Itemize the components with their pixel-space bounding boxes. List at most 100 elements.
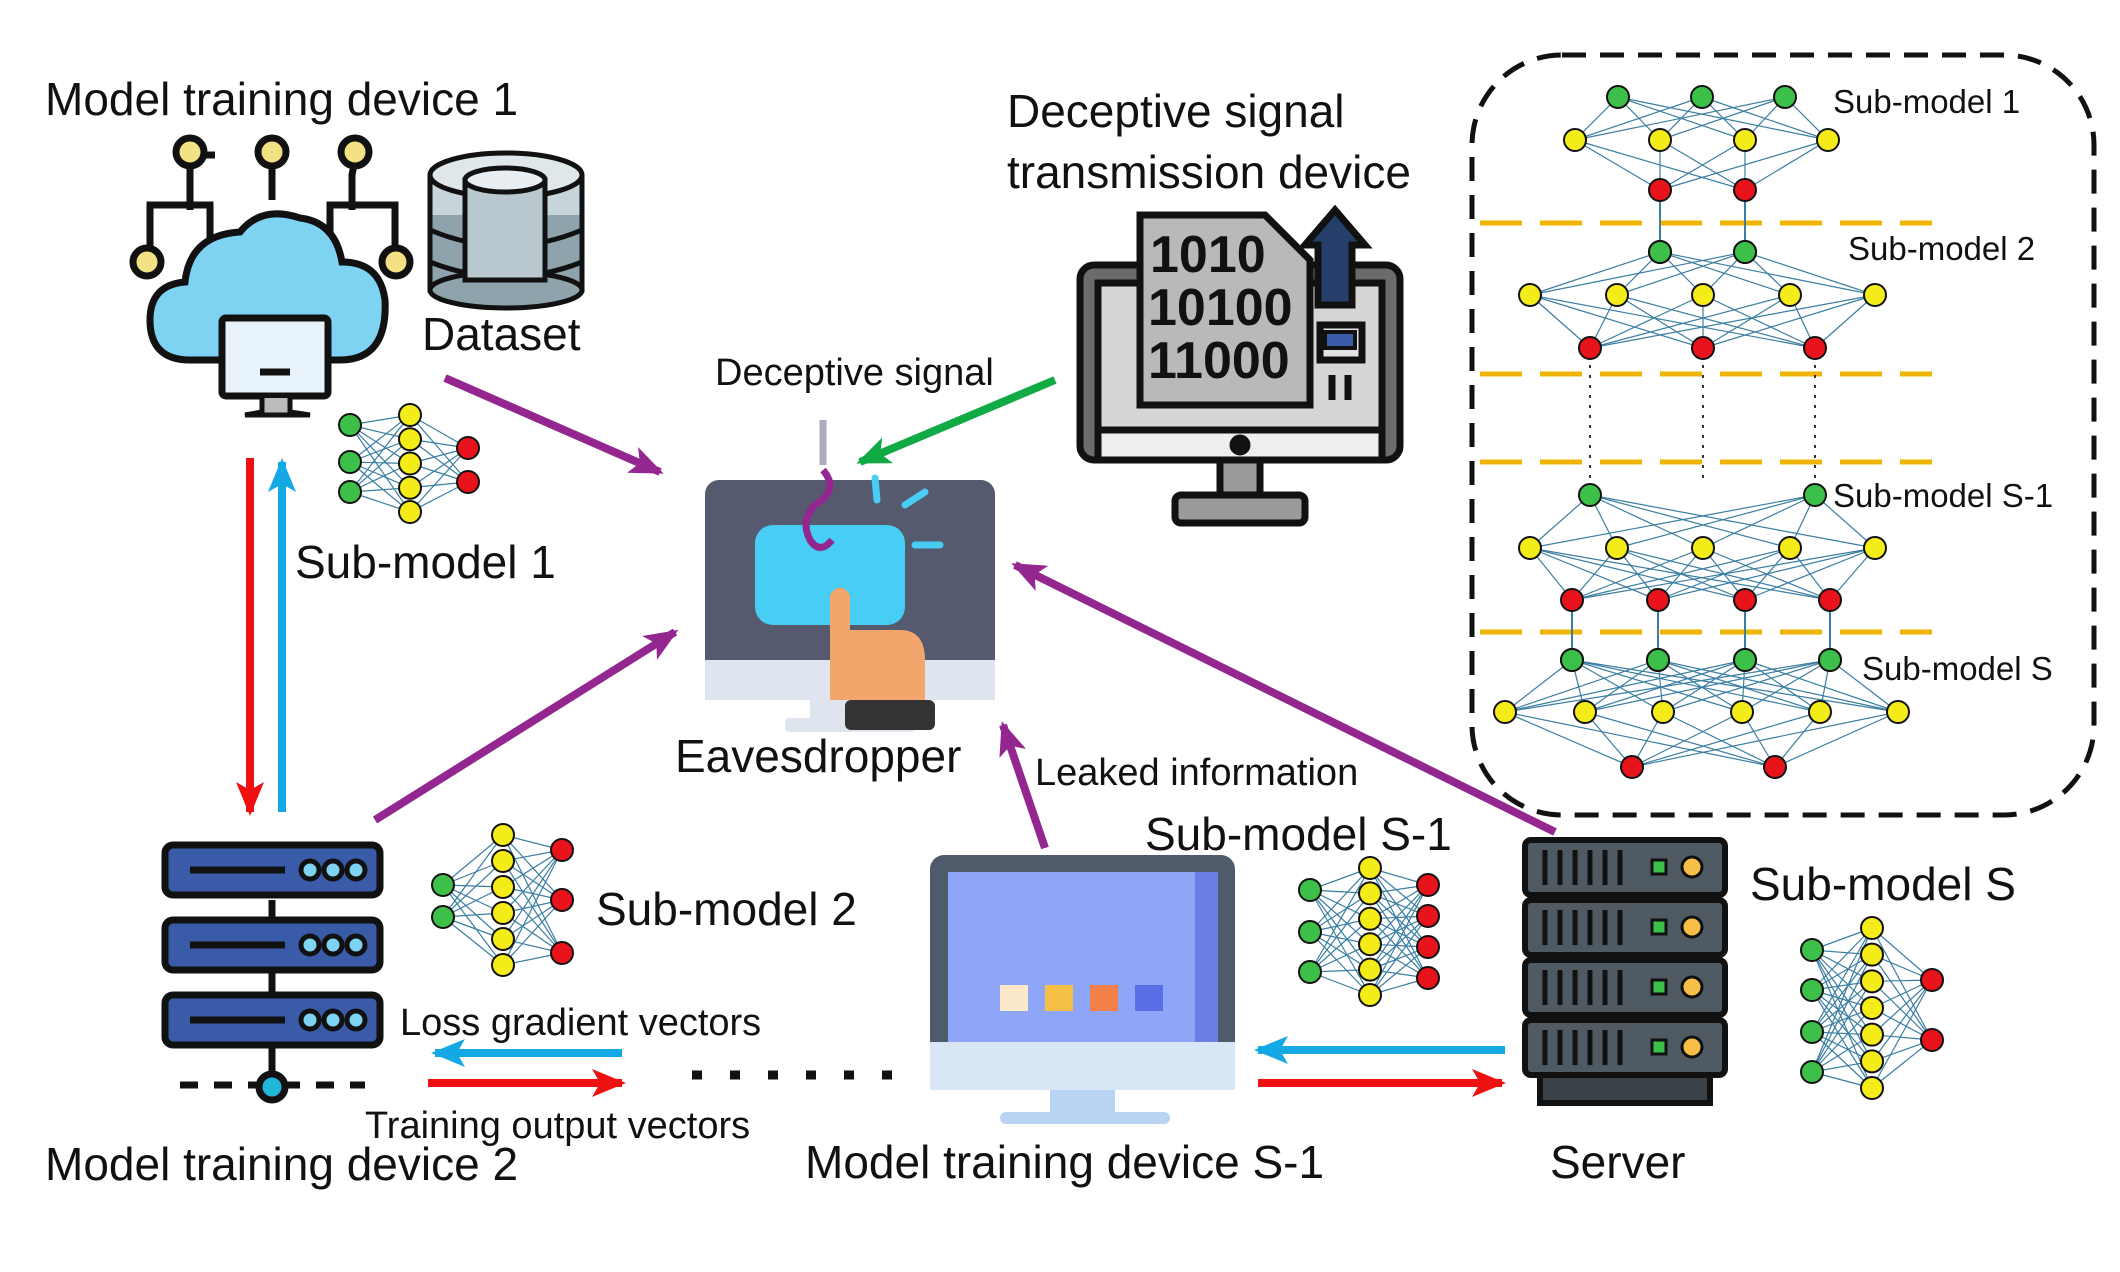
net-node <box>1816 128 1840 152</box>
net-edge <box>349 414 411 463</box>
server-tower-icon <box>1522 837 1728 1106</box>
net-node <box>1733 178 1757 202</box>
net-edge <box>1584 659 1659 713</box>
inset-dividers <box>1480 220 1932 635</box>
net-edge <box>1616 251 1746 296</box>
net-node <box>1860 942 1884 967</box>
net-edge <box>1659 139 1746 191</box>
net-node <box>550 941 574 965</box>
net-submodel1 <box>338 403 480 524</box>
inset-net-s <box>1493 648 1910 779</box>
inset-label-subS1: Sub-model S-1 <box>1833 477 2053 514</box>
net-edge <box>1702 294 1816 349</box>
net-node <box>1416 904 1440 928</box>
net-node <box>338 450 362 474</box>
net-edge <box>1309 867 1371 933</box>
net-node <box>1733 240 1757 264</box>
net-node <box>1733 648 1757 672</box>
net-edge <box>1589 494 1876 549</box>
net-edge <box>1309 893 1371 973</box>
net-node <box>1358 856 1382 880</box>
net-edge <box>1814 294 1876 349</box>
net-edge <box>1616 494 1816 549</box>
net-node <box>1573 700 1597 724</box>
desktop-monitor-icon <box>930 855 1235 1124</box>
inset-label-subS: Sub-model S <box>1862 650 2053 687</box>
net-node <box>1518 536 1542 560</box>
binary-line-2: 10100 <box>1148 279 1293 337</box>
net-edge <box>1744 659 1899 713</box>
net-node <box>1773 85 1797 109</box>
net-edge <box>1589 294 1791 349</box>
net-node <box>1733 128 1757 152</box>
net-node <box>1920 968 1944 992</box>
net-edge <box>1871 927 1933 1041</box>
net-node <box>1803 336 1827 360</box>
net-edge <box>1659 96 1786 141</box>
net-edge <box>1584 659 1831 713</box>
net-node <box>338 480 362 504</box>
net-edge <box>1571 547 1704 601</box>
net-edge <box>442 884 504 940</box>
net-node <box>1818 648 1842 672</box>
net-edge <box>1369 915 1429 996</box>
net-node <box>1646 588 1670 612</box>
net-edge <box>349 461 411 513</box>
net-node <box>1358 906 1382 931</box>
inset-net-2 <box>1518 240 1887 360</box>
net-node <box>1800 978 1824 1002</box>
net-edge <box>1811 981 1873 1073</box>
inset-net-1 <box>1563 85 1840 264</box>
cloud-computer-icon <box>129 134 414 418</box>
net-node <box>1563 128 1587 152</box>
net-edge <box>1504 659 1659 713</box>
label-training-output: Training output vectors <box>365 1105 750 1147</box>
net-edge <box>1811 980 1873 1033</box>
net-node <box>1800 938 1824 962</box>
net-edge <box>1659 139 1829 191</box>
net-edge <box>1616 294 1704 349</box>
net-edge <box>409 438 469 483</box>
label-submodel-s: Sub-model S <box>1750 858 2016 910</box>
net-edge <box>1871 979 1933 1036</box>
net-node <box>1648 178 1672 202</box>
inset-vertical-continuations <box>1589 355 1816 478</box>
net-edge <box>1589 494 1791 549</box>
label-device1: Model training device 1 <box>45 73 518 125</box>
net-edge <box>409 447 469 513</box>
net-node <box>1578 336 1602 360</box>
label-device2: Model training device 2 <box>45 1138 518 1190</box>
net-edge <box>1574 139 1661 191</box>
arrows <box>236 374 1557 1097</box>
net-node <box>1763 755 1787 779</box>
net-node <box>1605 283 1629 307</box>
net-edge <box>1369 915 1429 971</box>
net-edge <box>1811 949 1873 1036</box>
net-node <box>1648 240 1672 264</box>
net-edge <box>1871 980 1933 1041</box>
net-node <box>1648 128 1672 152</box>
net-node <box>1800 1020 1824 1044</box>
net-edge <box>1616 294 1816 349</box>
net-edge <box>1574 96 1786 141</box>
net-node <box>431 905 455 929</box>
net-node <box>1646 648 1670 672</box>
net-node <box>338 413 362 437</box>
net-edge <box>502 899 563 966</box>
net-edge <box>1504 659 1831 713</box>
net-edge <box>1584 711 1776 768</box>
net-node <box>1493 700 1517 724</box>
net-edge <box>1744 547 1876 601</box>
net-node <box>1863 536 1887 560</box>
net-edge <box>1504 711 1776 768</box>
net-node <box>1416 935 1440 959</box>
net-edge <box>1309 889 1371 996</box>
net-edge <box>1529 251 1746 296</box>
arrow-device1-to-eavesdropper <box>443 374 664 476</box>
net-edge <box>502 849 563 940</box>
net-edge <box>349 438 411 493</box>
net-edge <box>1529 294 1704 349</box>
net-node <box>398 475 422 500</box>
inset-label-sub1: Sub-model 1 <box>1833 83 2020 120</box>
